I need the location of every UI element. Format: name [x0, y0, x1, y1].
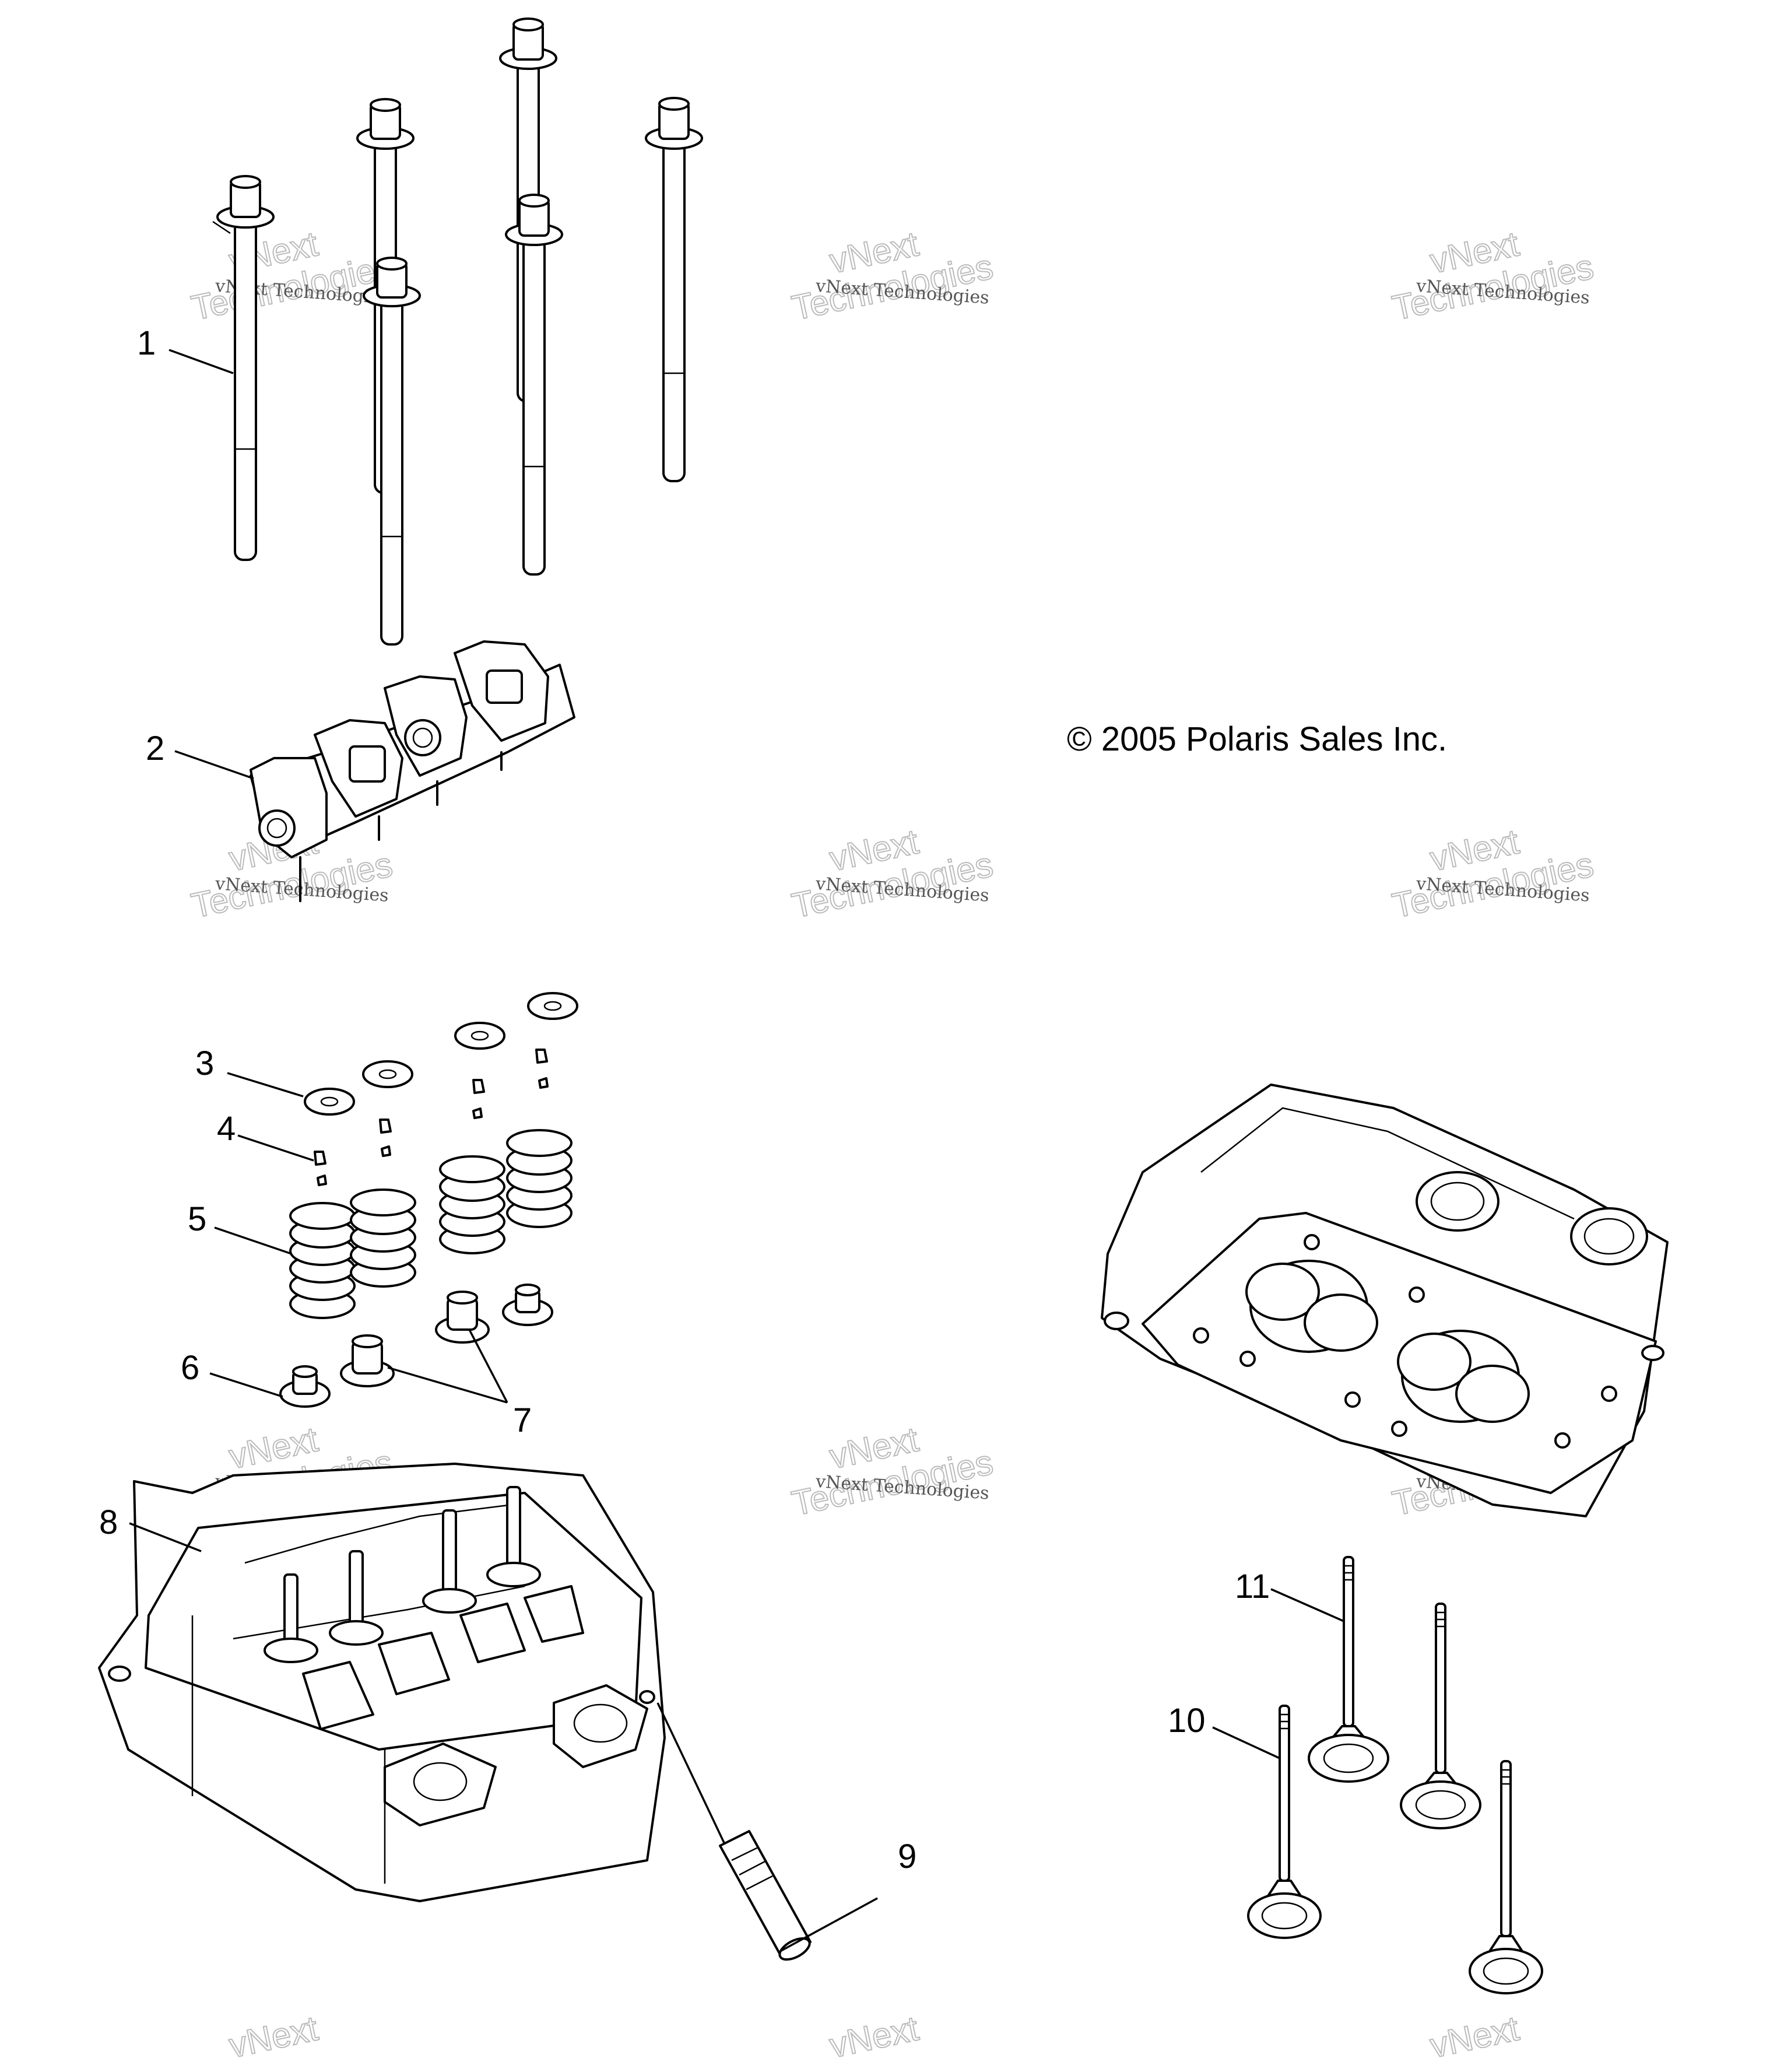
intake-valve [1308, 1556, 1389, 1783]
head-bolt [212, 175, 275, 561]
callout-5: 5 [188, 1200, 206, 1238]
valve-spring [350, 1188, 416, 1288]
rocker-arm [384, 675, 468, 777]
valve-keepers [314, 1049, 549, 1186]
watermark-10: vNext [225, 2008, 322, 2066]
valve-keeper [535, 1049, 549, 1089]
callout-4: 4 [217, 1110, 236, 1148]
copyright-text: © 2005 Polaris Sales Inc. [1067, 720, 1447, 758]
rocker-arm [454, 640, 549, 742]
exhaust-valve [1247, 1705, 1322, 1939]
valve-seal [279, 1365, 331, 1408]
svg-text:vNext: vNext [226, 2008, 321, 2065]
watermark-2: Technologies vNext vNext Technologies [788, 223, 997, 328]
valve-keeper [472, 1079, 485, 1119]
callout-2: 2 [146, 730, 164, 767]
valve-seals [279, 1284, 553, 1408]
callout-11: 11 [1235, 1568, 1270, 1605]
head-bolts [212, 17, 703, 646]
intake-valve [1400, 1603, 1481, 1829]
head-bolt [363, 257, 421, 646]
valve-retainer [527, 992, 578, 1020]
valves [1247, 1556, 1543, 1994]
cylinder-head-underside [1101, 1084, 1669, 1517]
callout-3: 3 [195, 1044, 214, 1082]
callout-7: 7 [513, 1401, 532, 1439]
valve-spring [506, 1129, 573, 1228]
dowel-pin [656, 1702, 812, 1961]
valve-retainers [304, 992, 578, 1116]
watermark-12: vNext [1426, 2008, 1523, 2066]
watermark-1: Technologies vNext vNext Technologies [187, 223, 396, 328]
watermark-8: Technologies vNext vNext Technologies [788, 1419, 997, 1524]
head-bolt [645, 97, 703, 482]
callout-1: 1 [137, 324, 156, 362]
rocker-arm [314, 719, 403, 818]
head-bolt [505, 194, 563, 576]
valve-seal [502, 1284, 553, 1326]
callout-9: 9 [898, 1838, 916, 1875]
callout-8: 8 [99, 1503, 118, 1541]
valve-spring [439, 1155, 505, 1254]
valve-retainer [304, 1088, 355, 1116]
leader-lines [129, 349, 1344, 1952]
callout-10: 10 [1168, 1702, 1206, 1740]
callout-6: 6 [181, 1349, 199, 1387]
valve-keeper [314, 1151, 327, 1186]
watermark-11: vNext [826, 2008, 922, 2066]
valve-retainer [362, 1060, 413, 1088]
rocker-arm [250, 757, 328, 858]
valve-springs [289, 1129, 573, 1319]
svg-text:vNext: vNext [826, 2008, 922, 2065]
valve-seal [435, 1291, 490, 1344]
watermark-5: Technologies vNext vNext Technologies [788, 821, 997, 926]
valve-keeper [379, 1119, 392, 1157]
valve-retainer [454, 1022, 505, 1050]
valve-stems-installed [264, 1486, 541, 1663]
svg-text:vNext: vNext [1427, 2008, 1522, 2065]
valve-seal [340, 1334, 395, 1387]
rocker-arm-assembly [250, 640, 575, 902]
exhaust-valve [1469, 1760, 1543, 1994]
watermark-6: Technologies vNext vNext Technologies [1388, 821, 1597, 926]
watermark-3: Technologies vNext vNext Technologies [1388, 223, 1597, 328]
combustion-chamber [1397, 1330, 1530, 1423]
combustion-chamber [1245, 1260, 1378, 1353]
cylinder-head-top [98, 1463, 666, 1902]
valve-spring [289, 1202, 356, 1319]
